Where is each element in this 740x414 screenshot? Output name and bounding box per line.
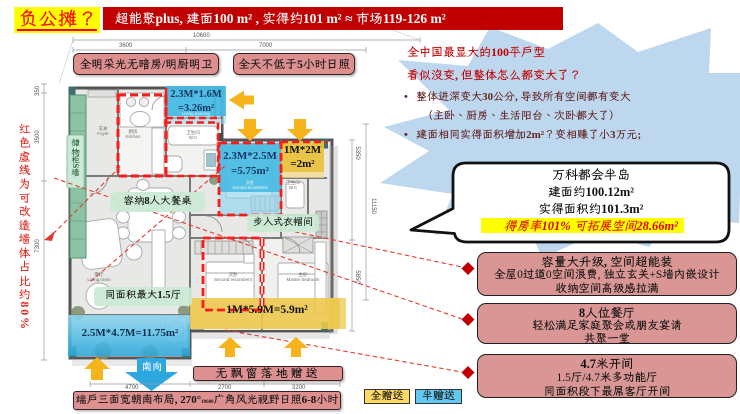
svg-text:7300: 7300 [35,239,41,253]
svg-text:5350: 5350 [354,146,360,160]
svg-text:5850: 5850 [354,270,360,284]
svg-text:11150: 11150 [370,198,376,214]
svg-text:350: 350 [35,85,41,96]
svg-text:3500: 3500 [35,130,41,144]
